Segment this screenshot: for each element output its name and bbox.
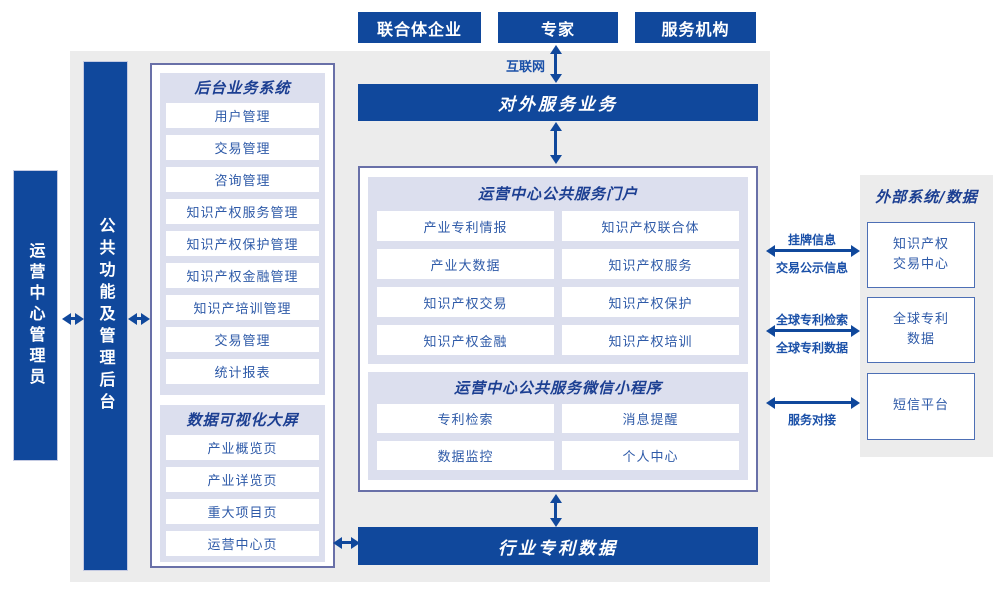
internet-label: 互联网: [505, 60, 545, 75]
backend-container: 后台业务系统 用户管理 交易管理 咨询管理 知识产权服务管理 知识产权保护管理 …: [150, 63, 335, 568]
backend-item: 统计报表: [166, 359, 319, 384]
backend-item: 知识产权服务管理: [166, 199, 319, 224]
portal-item: 知识产权服务: [562, 249, 739, 279]
backend-item: 咨询管理: [166, 167, 319, 192]
mini-program-grid: 专利检索 消息提醒 数据监控 个人中心: [368, 404, 748, 470]
arrow-container-to-patent-data: [333, 536, 360, 549]
link-label-global-patent-search: 全球专利检索: [775, 313, 848, 327]
arrow-service-to-portal: [549, 122, 562, 164]
mini-program-item: 数据监控: [377, 441, 554, 470]
mini-program-section: 运营中心公共服务微信小程序 专利检索 消息提醒 数据监控 个人中心: [368, 372, 748, 480]
actor-box-service-orgs: 服务机构: [635, 12, 756, 43]
portal-container: 运营中心公共服务门户 产业专利情报 知识产权联合体 产业大数据 知识产权服务 知…: [358, 166, 758, 492]
portal-item: 知识产权保护: [562, 287, 739, 317]
arrow-backend-to-system: [128, 312, 150, 325]
data-screen-title: 数据可视化大屏: [186, 411, 299, 429]
arrow-admin-to-backend: [62, 312, 84, 325]
mini-program-item: 消息提醒: [562, 404, 739, 433]
external-service-bar: 对外服务业务: [358, 84, 758, 121]
industry-patent-data-bar: 行业专利数据: [358, 527, 758, 565]
backend-item: 知识产培训管理: [166, 295, 319, 320]
actor-box-experts: 专家: [498, 12, 618, 43]
external-system-ip-trade-center: 知识产权 交易中心: [867, 222, 975, 288]
data-screen-section: 数据可视化大屏 产业概览页 产业详览页 重大项目页 运营中心页: [160, 405, 325, 562]
backend-system-list: 用户管理 交易管理 咨询管理 知识产权服务管理 知识产权保护管理 知识产权金融管…: [160, 103, 325, 384]
external-systems-title: 外部系统/数据: [875, 188, 978, 206]
operation-center-admin-bar: 运营中心管理员: [13, 170, 58, 461]
data-screen-list: 产业概览页 产业详览页 重大项目页 运营中心页: [160, 435, 325, 556]
actor-label: 联合体企业: [376, 19, 462, 39]
data-screen-item: 产业概览页: [166, 435, 319, 460]
portal-item: 产业大数据: [377, 249, 554, 279]
actor-label: 服务机构: [661, 19, 730, 39]
link-label-service-connect: 服务对接: [787, 413, 836, 427]
backend-system-section: 后台业务系统 用户管理 交易管理 咨询管理 知识产权服务管理 知识产权保护管理 …: [160, 73, 325, 395]
mini-program-item: 专利检索: [377, 404, 554, 433]
data-screen-item: 运营中心页: [166, 531, 319, 556]
backend-item: 用户管理: [166, 103, 319, 128]
portal-item: 知识产权金融: [377, 325, 554, 355]
external-system-global-patent-data: 全球专利 数据: [867, 297, 975, 363]
arrow-internet-vertical: [549, 45, 562, 83]
portal-section-title: 运营中心公共服务门户: [477, 185, 638, 203]
portal-item: 知识产权联合体: [562, 211, 739, 241]
arrow-to-ip-trade-center: [766, 244, 860, 257]
backend-item: 交易管理: [166, 327, 319, 352]
portal-grid: 产业专利情报 知识产权联合体 产业大数据 知识产权服务 知识产权交易 知识产权保…: [368, 211, 748, 355]
data-screen-item: 重大项目页: [166, 499, 319, 524]
link-label-trade-publicity: 交易公示信息: [775, 261, 848, 275]
arrow-to-global-patent-data: [766, 324, 860, 337]
link-label-listing-info: 挂牌信息: [787, 233, 836, 247]
backend-item: 交易管理: [166, 135, 319, 160]
arrow-portal-to-patent-data: [549, 494, 562, 527]
mini-program-item: 个人中心: [562, 441, 739, 470]
portal-section: 运营中心公共服务门户 产业专利情报 知识产权联合体 产业大数据 知识产权服务 知…: [368, 177, 748, 364]
backend-item: 知识产权保护管理: [166, 231, 319, 256]
backend-system-title: 后台业务系统: [194, 79, 291, 97]
portal-item: 知识产权交易: [377, 287, 554, 317]
link-label-global-patent-data: 全球专利数据: [775, 341, 848, 355]
backend-item: 知识产权金融管理: [166, 263, 319, 288]
public-function-backend-bar: 公共功能及管理后台: [83, 61, 128, 571]
data-screen-item: 产业详览页: [166, 467, 319, 492]
mini-program-section-title: 运营中心公共服务微信小程序: [453, 379, 662, 397]
external-system-sms-platform: 短信平台: [867, 373, 975, 440]
actor-box-consortium: 联合体企业: [358, 12, 481, 43]
portal-item: 知识产权培训: [562, 325, 739, 355]
actor-label: 专家: [540, 19, 575, 39]
portal-item: 产业专利情报: [377, 211, 554, 241]
arrow-to-sms-platform: [766, 396, 860, 409]
